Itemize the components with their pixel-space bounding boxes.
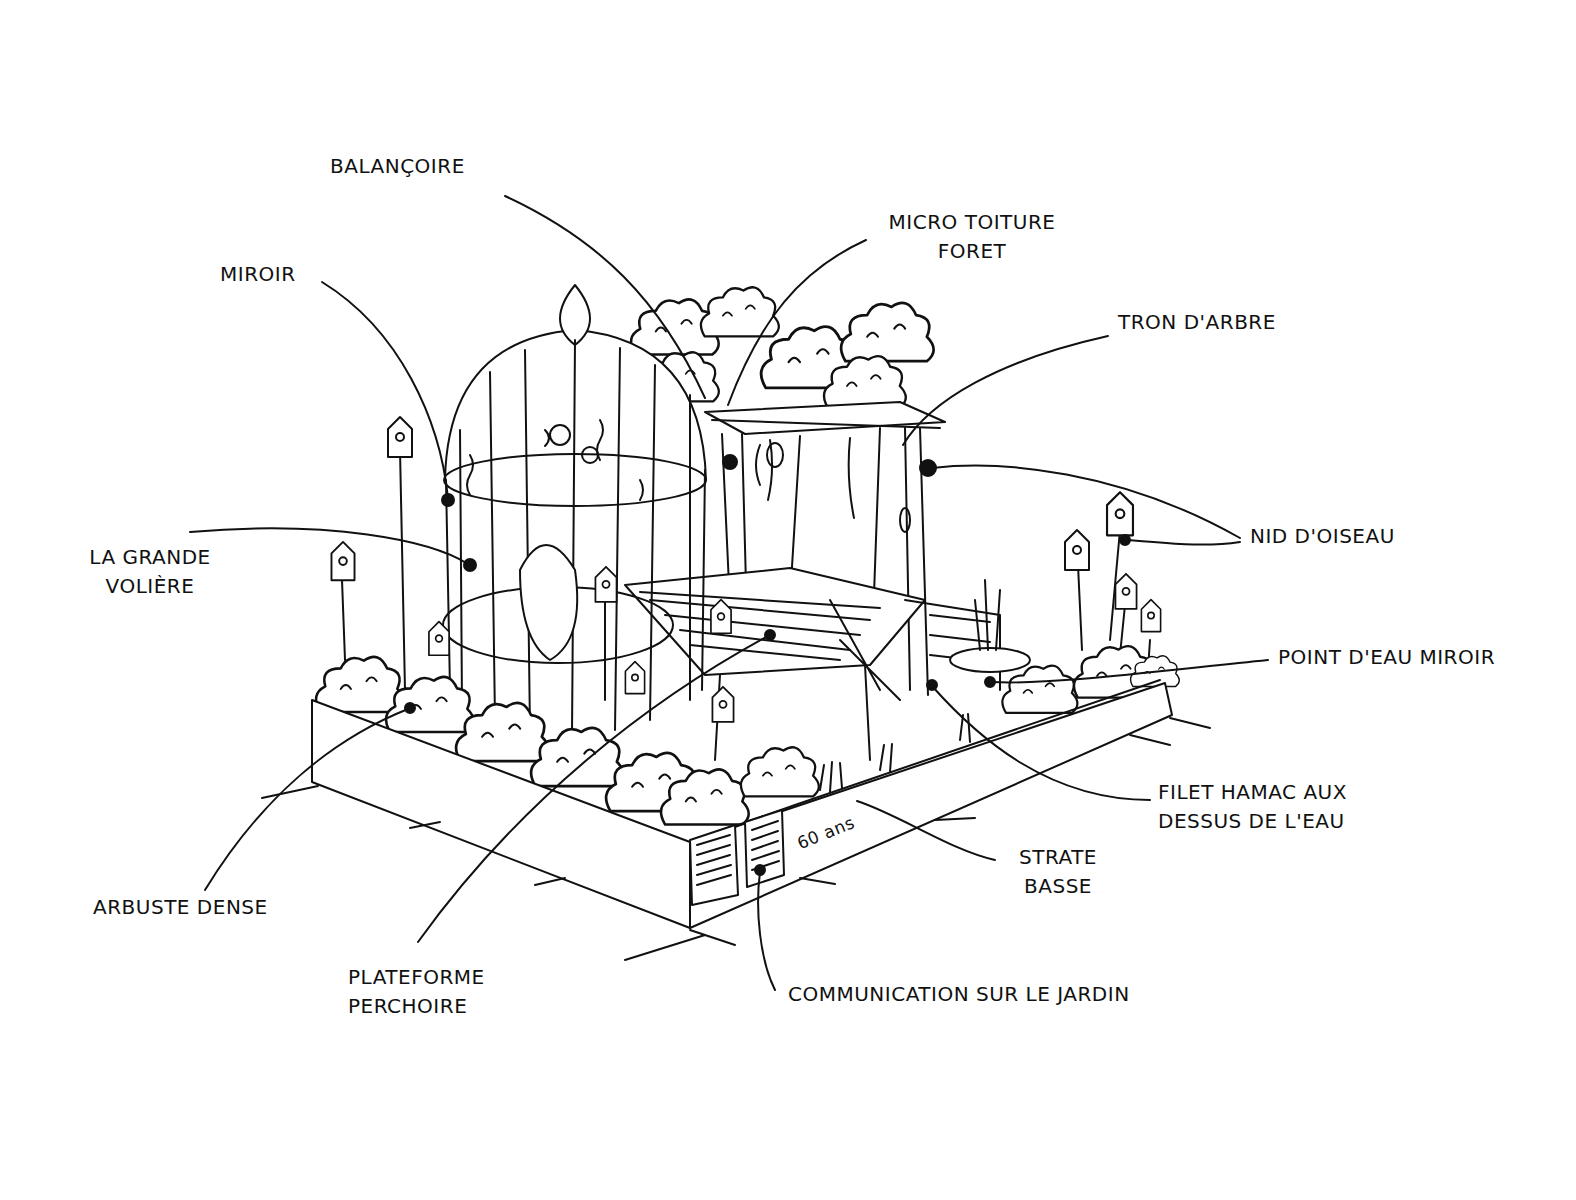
callout-label: NID D'OISEAU xyxy=(1250,522,1395,551)
callout-label: PLATEFORME PERCHOIRE xyxy=(348,963,528,1021)
callout-label: MIROIR xyxy=(220,260,296,289)
callout-label: STRATE BASSE xyxy=(1003,843,1113,901)
callout-label: FILET HAMAC AUX DESSUS DE L'EAU xyxy=(1158,778,1398,836)
callout-label: COMMUNICATION SUR LE JARDIN xyxy=(788,980,1130,1009)
callout-label: MICRO TOITURE FORET xyxy=(872,208,1072,266)
callout-label: BALANÇOIRE xyxy=(330,152,465,181)
callout-label: TRON D'ARBRE xyxy=(1118,308,1276,337)
callout-label: LA GRANDE VOLIÈRE xyxy=(60,543,240,601)
callout-label: POINT D'EAU MIROIR xyxy=(1278,643,1495,672)
callout-label: ARBUSTE DENSE xyxy=(93,893,268,922)
